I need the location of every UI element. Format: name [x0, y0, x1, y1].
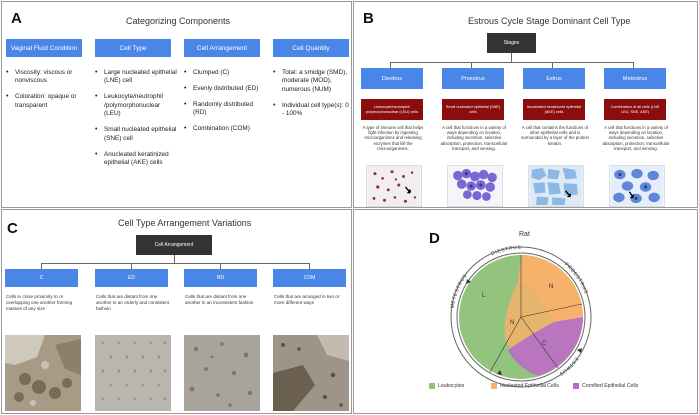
panel-c-letter: C	[7, 220, 18, 237]
panel-d: D Rat METESTRUS DIESTRUS PROESTRUS ESTRU…	[353, 209, 698, 414]
micrograph-estrus	[528, 165, 584, 207]
connector	[41, 263, 310, 264]
column-header-cell-type: Cell Type	[95, 39, 171, 57]
legend-label: Cornified Epithelial Cells	[582, 383, 639, 389]
stage-header-proestrus: Proestrus	[442, 68, 504, 89]
nucleated-region-upper	[518, 255, 583, 322]
stage-cell-box-estrus: Anucleated keratinized epithelial (AKE) …	[523, 99, 585, 120]
divider-line	[520, 316, 559, 369]
arrangement-description-com: Cells that are arranged in two or more d…	[274, 294, 340, 305]
micrograph-clumped	[5, 335, 81, 411]
micrograph-randomly-distributed	[184, 335, 260, 411]
panel-a-title: Categorizing Components	[126, 16, 231, 26]
region-label-n-lower: N	[510, 320, 514, 326]
cornified-region	[508, 317, 583, 376]
panel-c: C Cell Type Arrangement Variations Cell …	[1, 209, 352, 414]
region-label-c: C	[542, 341, 547, 347]
arrangement-header-ed: ED	[95, 269, 168, 287]
arrangement-description-rd: Cells that are distant from one another …	[185, 294, 254, 305]
micrograph-evenly-distributed	[95, 335, 171, 411]
connector	[390, 62, 634, 63]
estrous-cycle-wheel: METESTRUS DIESTRUS PROESTRUS ESTRUS L N …	[450, 245, 592, 388]
list-item: Clumped (C)	[184, 69, 262, 78]
connector	[633, 62, 634, 68]
arrangement-header-rd: RD	[184, 269, 257, 287]
legend-label: Nucleated Epithelial Cells	[500, 383, 559, 389]
connector	[174, 255, 175, 263]
stage-description-diestrus: A type of immune cell that helps fight i…	[362, 125, 424, 151]
list-item: Anucleated keratinized epithelial (AKE) …	[95, 151, 177, 168]
legend-swatch	[491, 383, 497, 389]
column-header-cell-arrangement: Cell Arrangement	[184, 39, 260, 57]
panel-d-title: Rat	[519, 231, 530, 238]
stage-header-metestrus: Metestrus	[604, 68, 666, 89]
column-header-cell-quantity: Cell Quantity	[273, 39, 349, 57]
panel-b-letter: B	[363, 10, 374, 27]
arrow-icon	[577, 348, 582, 353]
legend-nucleated: Nucleated Epithelial Cells	[491, 383, 559, 389]
stage-cell-box-metestrus: Combination of all cells (LNE LEU, SNE, …	[604, 99, 666, 120]
panel-b: B Estrous Cycle Stage Dominant Cell Type…	[353, 1, 698, 208]
panel-a-letter: A	[11, 10, 22, 27]
list-item: Coloration: opaque or transparent	[6, 93, 88, 110]
connector	[511, 53, 512, 62]
panel-a: A Categorizing Components Vaginal Fluid …	[1, 1, 352, 208]
micrograph-proestrus	[447, 165, 503, 207]
connector	[41, 263, 42, 269]
micrograph-diestrus	[366, 165, 422, 207]
legend-leukocytes: Leukocytes	[429, 383, 464, 389]
connector	[390, 62, 391, 68]
divider-line	[520, 303, 583, 318]
stages-root-box: Stages	[487, 33, 536, 53]
list-item: Total: a smidge (SMD), moderate (MOD), n…	[273, 69, 351, 94]
list-item: Large nucleated epithelial (LNE) cell	[95, 69, 177, 86]
arrangement-description-c: Cells in close proximity to or overlappi…	[6, 294, 73, 311]
region-label-n-upper: N	[549, 284, 553, 290]
list-item: Evenly distributed (ED)	[184, 85, 262, 94]
stage-header-estrus: Estrus	[523, 68, 585, 89]
micrograph-combination	[273, 335, 349, 411]
legend-swatch	[429, 383, 435, 389]
list-item: Leukocyte/neutrophil /polymorphonuclear …	[95, 93, 177, 118]
connector	[471, 62, 472, 68]
list-item: Randomly distributed (RD)	[184, 101, 262, 118]
list-item: Small nucleated epithelial (SNE) cell	[95, 126, 177, 143]
panel-b-title: Estrous Cycle Stage Dominant Cell Type	[468, 16, 631, 26]
cell-arrangement-root-box: Cell Arrangement	[136, 235, 212, 255]
arrow-icon	[466, 279, 471, 284]
arrangement-header-c: C	[5, 269, 78, 287]
panel-d-letter: D	[429, 230, 440, 247]
divider-line	[489, 316, 522, 373]
ring-outer	[450, 246, 592, 388]
legend-cornified: Cornified Epithelial Cells	[573, 383, 638, 389]
stage-description-proestrus: A cell that functions in a variety of wa…	[440, 125, 508, 151]
panel-c-title: Cell Type Arrangement Variations	[118, 218, 252, 228]
legend-label: Leukocytes	[438, 383, 465, 389]
column-header-fluid-condition: Vaginal Fluid Condition	[6, 39, 82, 57]
ring-inner	[456, 252, 586, 382]
connector	[552, 62, 553, 68]
cell-type-list: Large nucleated epithelial (LNE) cell Le…	[95, 69, 177, 175]
arrangement-header-com: COM	[273, 269, 346, 287]
arrow-icon	[497, 370, 502, 375]
list-item: Combination (COM)	[184, 125, 262, 134]
arrangement-description-ed: Cells that are distant from one another …	[96, 294, 170, 311]
stage-cell-box-diestrus: Leukocyte/neutrophil/ polymorphonuclear …	[361, 99, 423, 120]
connector	[220, 263, 221, 269]
micrograph-metestrus	[609, 165, 665, 207]
stage-header-diestrus: Diestrus	[361, 68, 423, 89]
connector	[131, 263, 132, 269]
cell-quantity-list: Total: a smidge (SMD), moderate (MOD), n…	[273, 69, 351, 126]
region-label-l: L	[482, 293, 486, 299]
connector	[309, 263, 310, 269]
stage-description-estrus: A cell that contains the functions of ot…	[521, 125, 589, 146]
list-item: Viscosity: viscous or nonviscous	[6, 69, 88, 86]
stage-cell-box-proestrus: Small nucleated epithelial (SNE) cells	[442, 99, 504, 120]
list-item: Individual cell type(s): 0 - 100%	[273, 102, 351, 119]
cell-arrangement-list: Clumped (C) Evenly distributed (ED) Rand…	[184, 69, 262, 141]
legend-swatch	[573, 383, 579, 389]
stage-description-metestrus: A cell that functions in a variety of wa…	[602, 125, 670, 151]
fluid-condition-list: Viscosity: viscous or nonviscous Colorat…	[6, 69, 88, 118]
